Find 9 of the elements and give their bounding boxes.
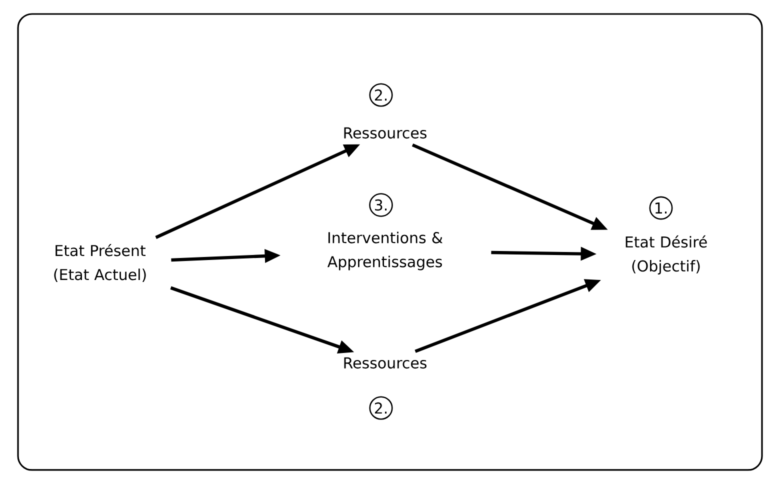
text-label: Ressources (344, 127, 426, 139)
circled-number: 2. (369, 83, 393, 107)
text-label: Etat Désiré (Objectif) (626, 235, 707, 275)
text-label: Interventions & Apprentissages (327, 232, 443, 270)
circled-number: 3. (369, 193, 393, 217)
text-label: Etat Présent (Etat Actuel) (54, 244, 146, 282)
text-label: Ressources (344, 357, 426, 369)
circled-number: 2. (369, 396, 393, 420)
circled-number: 1. (649, 196, 673, 220)
